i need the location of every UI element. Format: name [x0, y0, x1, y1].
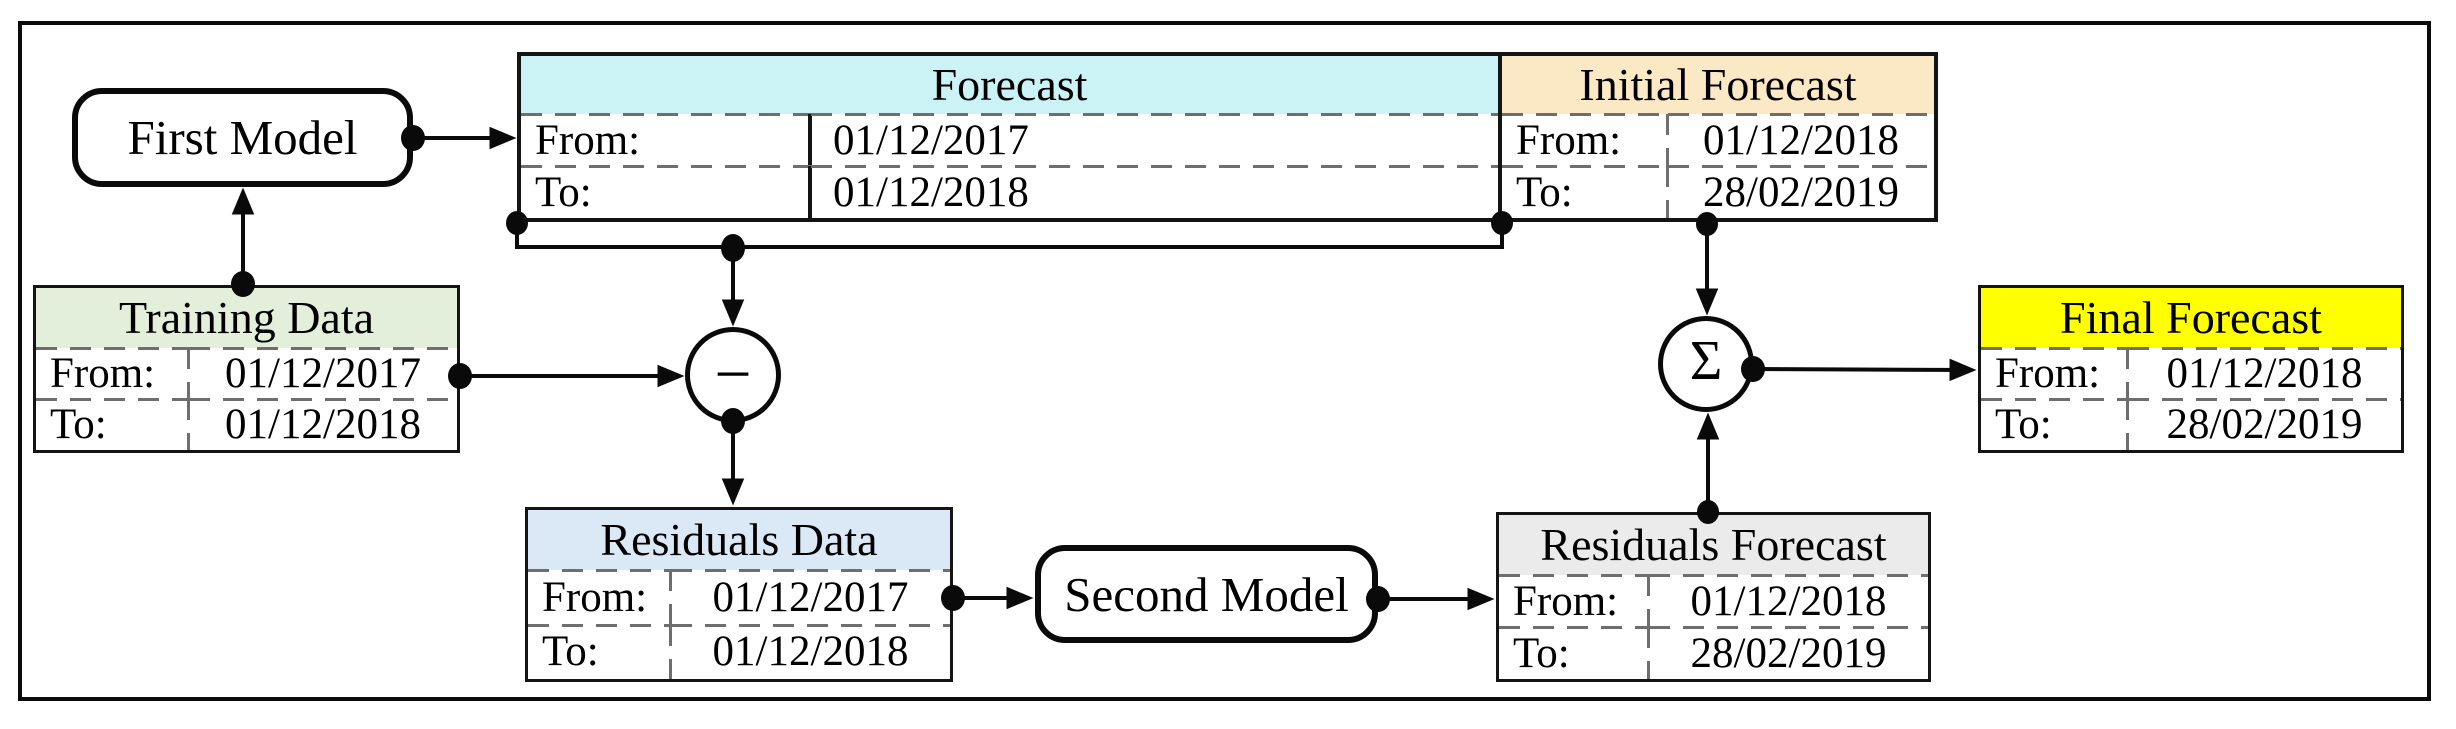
residuals-forecast-table-title: Residuals Forecast: [1499, 515, 1928, 575]
training-data-to-value: 01/12/2018: [189, 398, 457, 450]
residuals-forecast-table: Residuals Forecast From: 01/12/2018 To: …: [1496, 512, 1931, 682]
forecast-tables-group: Forecast From: 01/12/2017 To: 01/12/2018…: [517, 52, 1938, 222]
training-data-to-label: To:: [36, 398, 190, 450]
initial-forecast-to-label: To:: [1502, 165, 1669, 218]
forecast-table: Forecast From: 01/12/2017 To: 01/12/2018: [521, 56, 1502, 218]
final-forecast-from-value: 01/12/2018: [2128, 347, 2401, 399]
initial-forecast-table-title: Initial Forecast: [1502, 56, 1934, 114]
residuals-data-to-label: To:: [528, 623, 672, 680]
subtract-operator-node: −: [685, 327, 781, 423]
training-data-from-value: 01/12/2017: [189, 347, 457, 399]
training-data-from-label: From:: [36, 347, 190, 399]
training-data-table-title: Training Data: [36, 288, 457, 348]
residuals-data-from-label: From:: [528, 569, 672, 625]
final-forecast-table-title: Final Forecast: [1981, 288, 2401, 348]
residuals-data-from-value: 01/12/2017: [671, 569, 950, 625]
forecast-to-value: 01/12/2018: [811, 165, 1498, 218]
initial-forecast-to-value: 28/02/2019: [1668, 165, 1934, 218]
final-forecast-from-label: From:: [1981, 347, 2129, 399]
sum-operator-node: Σ: [1658, 316, 1754, 412]
forecast-from-label: From:: [521, 113, 812, 166]
residuals-forecast-to-value: 28/02/2019: [1649, 626, 1928, 679]
first-model-node: First Model: [72, 88, 413, 187]
final-forecast-to-label: To:: [1981, 398, 2129, 450]
residuals-forecast-from-label: From:: [1499, 574, 1650, 627]
forecast-table-title: Forecast: [521, 56, 1498, 114]
forecast-from-value: 01/12/2017: [811, 113, 1498, 166]
minus-icon: −: [714, 338, 752, 411]
residuals-data-table: Residuals Data From: 01/12/2017 To: 01/1…: [525, 507, 953, 682]
figure-border: [18, 21, 2431, 701]
final-forecast-table: Final Forecast From: 01/12/2018 To: 28/0…: [1978, 285, 2404, 453]
second-model-node: Second Model: [1035, 545, 1378, 643]
initial-forecast-from-value: 01/12/2018: [1668, 113, 1934, 166]
residuals-forecast-to-label: To:: [1499, 626, 1650, 679]
residuals-data-table-title: Residuals Data: [528, 510, 950, 570]
training-data-table: Training Data From: 01/12/2017 To: 01/12…: [33, 285, 460, 453]
residuals-data-to-value: 01/12/2018: [671, 623, 950, 680]
initial-forecast-table: Initial Forecast From: 01/12/2018 To: 28…: [1502, 56, 1934, 218]
final-forecast-to-value: 28/02/2019: [2128, 398, 2401, 450]
forecast-to-label: To:: [521, 165, 812, 218]
initial-forecast-from-label: From:: [1502, 113, 1669, 166]
sigma-icon: Σ: [1689, 330, 1723, 392]
residuals-forecast-from-value: 01/12/2018: [1649, 574, 1928, 627]
